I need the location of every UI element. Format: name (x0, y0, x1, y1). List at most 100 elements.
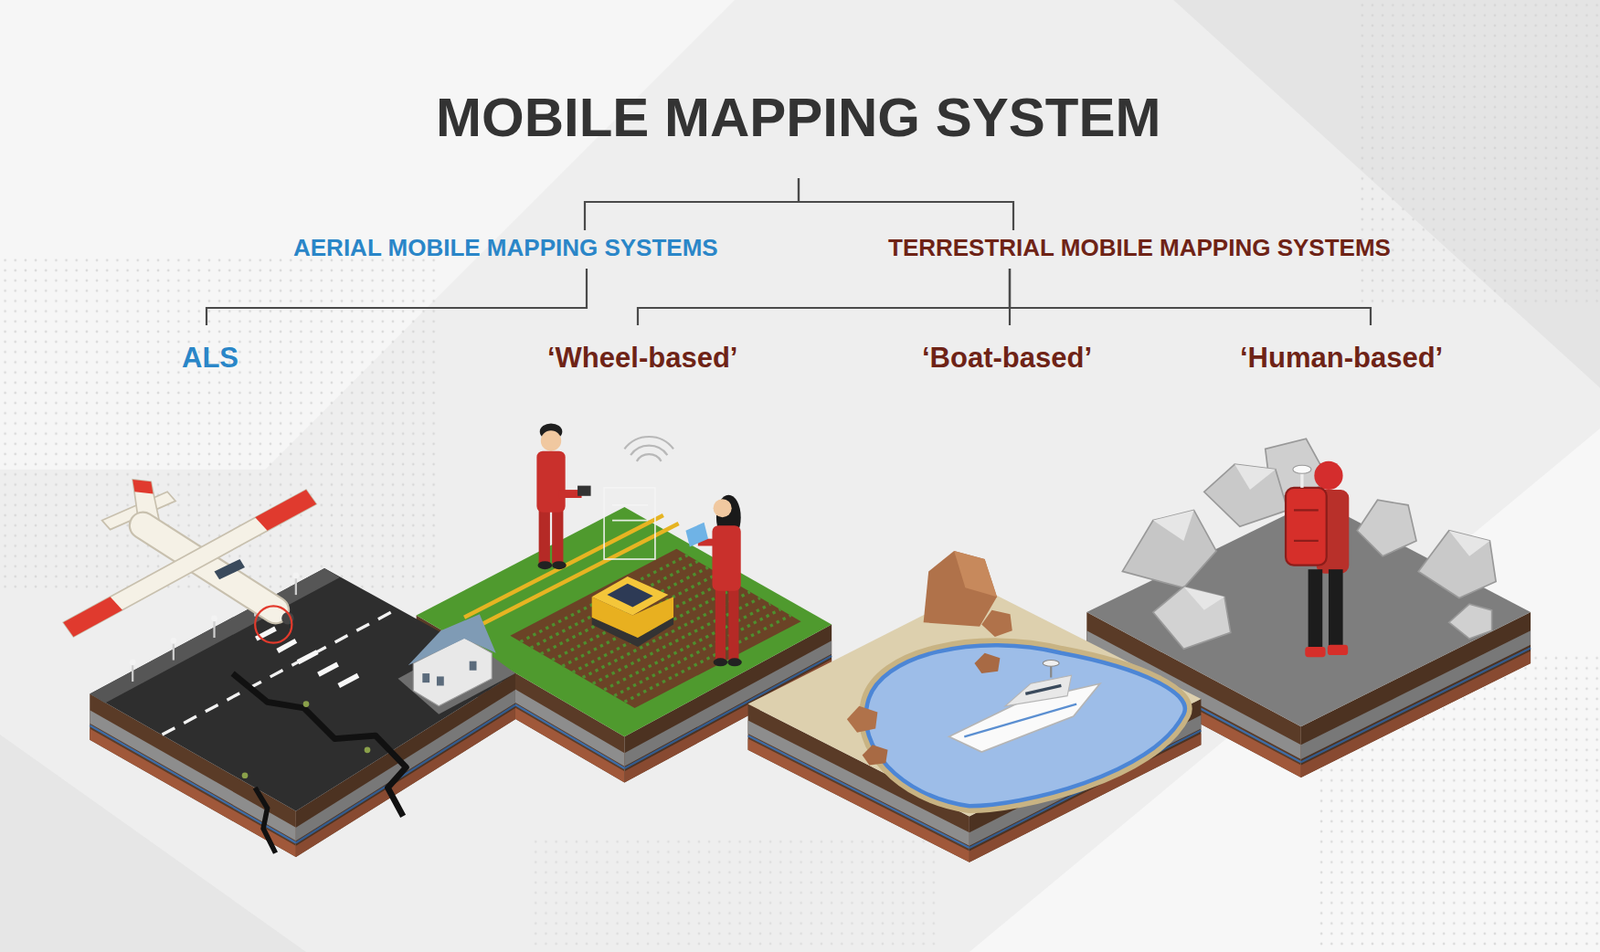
farm-tile-part (540, 430, 562, 451)
water-tile-part (866, 645, 1186, 806)
node-text: AERIAL MOBILE MAPPING SYSTEMS (293, 234, 719, 263)
farm-tile-part-part (636, 454, 662, 462)
rock-tile-part (1308, 569, 1324, 651)
road-tile-part-part (292, 572, 299, 580)
category-label: AERIAL MOBILE MAPPING SYSTEMS (286, 230, 726, 269)
rock-tile-part-part (1153, 509, 1195, 541)
farm-tile-part (536, 451, 565, 513)
system-label: ‘Boat-based’ (914, 325, 1101, 381)
survey-plane (63, 479, 317, 644)
water-tile-part (1005, 675, 1072, 707)
background-part (530, 837, 940, 952)
farm-tile-part (538, 561, 553, 570)
road-tile-part-part (339, 675, 359, 686)
rock-tile-part (1292, 465, 1312, 474)
system-label: ALS (174, 325, 246, 381)
background-part (969, 428, 1600, 952)
tree-connector (1008, 268, 1011, 326)
rock-tile-part (1293, 540, 1319, 542)
farm-tile-part (551, 508, 563, 563)
farm-tile-part (592, 576, 669, 615)
tree-connector (798, 178, 1014, 231)
node-text: TERRESTRIAL MOBILE MAPPING SYSTEMS (888, 234, 1391, 263)
road-tile (89, 568, 516, 858)
road-tile-part-part (131, 663, 134, 682)
rock-tile-part (1293, 508, 1319, 511)
background-part (1356, 0, 1600, 307)
road-tile-part-part (129, 658, 137, 666)
rock-tile-part-part (1234, 464, 1276, 490)
road-tile-part (408, 614, 497, 666)
road-tile-part-part (212, 619, 215, 638)
tree-connector (1009, 268, 1371, 326)
node-text: ‘Wheel-based’ (547, 341, 739, 375)
tree-connector (637, 268, 1010, 326)
farm-tile-part-part (624, 436, 674, 449)
node-text: ‘Human-based’ (1239, 341, 1444, 375)
road-tile-part-part (172, 641, 175, 660)
road-tile-part (162, 609, 398, 735)
survey-plane-part (132, 479, 153, 495)
water-tile-part (862, 744, 889, 765)
farm-tile-part (520, 555, 792, 703)
road-tile-part-part (317, 664, 338, 675)
water-tile-part (974, 653, 1000, 674)
road-tile-part-part (211, 614, 218, 622)
node-text: ALS (181, 341, 239, 375)
rock-tile-part (1328, 569, 1344, 649)
rock-tile-part-part (1122, 509, 1217, 588)
water-tile-part (964, 704, 1077, 738)
road-tile-part-part (297, 652, 318, 663)
category-label: TERRESTRIAL MOBILE MAPPING SYSTEMS (880, 230, 1399, 269)
farm-tile-part (624, 436, 674, 462)
rock-tile-part-part (1204, 464, 1289, 527)
node-text: ‘Boat-based’ (921, 341, 1093, 375)
road-tile-part (254, 787, 276, 853)
farm-tile-part-part (612, 504, 648, 507)
farm-tile-part (603, 487, 656, 560)
tree-connector (584, 178, 799, 231)
survey-plane-part (254, 605, 292, 643)
water-tile-part (866, 645, 1186, 806)
road-tile-part-part (242, 772, 249, 779)
road-tile-part-part (469, 661, 477, 671)
farm-tile-part (577, 486, 592, 497)
road-tile-part-part (295, 576, 297, 595)
water-tile-part (1025, 685, 1061, 694)
water-tile (748, 550, 1202, 863)
rock-tile-part-part (1153, 586, 1231, 649)
rock-tile-part (1327, 645, 1348, 656)
water-tile-part (847, 706, 879, 733)
rock-tile-part (1285, 487, 1327, 566)
farm-tile-part (464, 515, 664, 618)
water-tile-part (981, 610, 1013, 637)
road-tile-part-part (422, 673, 430, 683)
survey-plane-part (63, 489, 317, 637)
farm-tile-part (551, 561, 567, 570)
water-tile-part (1042, 660, 1060, 668)
farm-tile-part-part (551, 573, 719, 661)
rock-tile-part-part (1418, 530, 1496, 599)
farm-tile-part (713, 657, 729, 667)
road-tile-part-part (303, 700, 310, 708)
rock-tile-part (1304, 646, 1325, 657)
water-tile-part (1049, 665, 1052, 678)
farm-tile-part (715, 586, 726, 660)
farm-tile-part-part (603, 487, 656, 560)
farm-tile-part-part (530, 561, 699, 648)
farm-tile-part (711, 525, 741, 591)
farm-tile-part (727, 657, 742, 667)
tree-connector (206, 268, 587, 326)
survey-plane-part (214, 559, 246, 580)
water-tile-part (953, 550, 997, 597)
road-tile-part-part (436, 676, 445, 686)
farm-tile-part-part (612, 519, 648, 522)
rock-tile-part-part (1356, 499, 1417, 556)
farm-tile-part (539, 508, 551, 563)
rock-tile-part-part (1449, 530, 1491, 557)
farm-tile-part (713, 498, 732, 518)
